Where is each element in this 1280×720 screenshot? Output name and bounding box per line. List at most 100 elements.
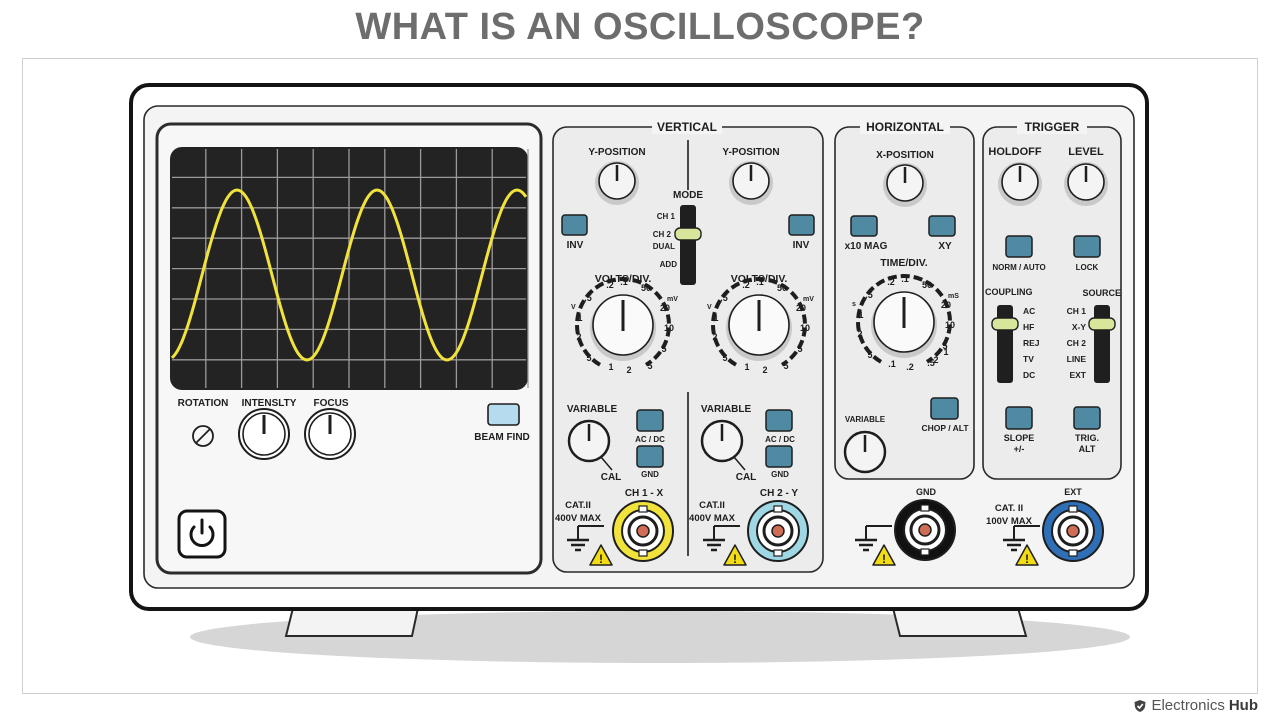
xy-button[interactable] (928, 215, 956, 237)
dial-scale-label: .1 (901, 274, 909, 284)
cat-2-voltage-label: 400V MAX (689, 513, 736, 524)
source-option-ch2: CH 2 (1067, 338, 1087, 348)
dial-scale-label: 50 (777, 283, 787, 293)
xy-label: XY (938, 241, 952, 252)
cal-2-label: CAL (736, 472, 757, 483)
cal-1-label: CAL (601, 472, 622, 483)
ground-icon (855, 525, 892, 552)
coupling-option-ac: AC (1023, 306, 1035, 316)
dial-scale-label: 1 (608, 362, 613, 372)
coupling-switch-knob[interactable] (991, 317, 1019, 331)
inv-2-label: INV (793, 240, 810, 251)
mode-label: MODE (673, 190, 703, 201)
source-option-xy: X-Y (1072, 322, 1087, 332)
source-switch-knob[interactable] (1088, 317, 1116, 331)
x-position-label: X-POSITION (876, 150, 934, 161)
power-button[interactable] (177, 509, 227, 559)
warning-icon: ! (589, 544, 613, 566)
gnd-connector[interactable] (894, 499, 956, 561)
ch2-y-label: CH 2 - Y (760, 488, 798, 499)
svg-text:!: ! (599, 552, 603, 566)
lock-button[interactable] (1073, 235, 1101, 258)
dial-scale-label: 5 (942, 341, 947, 351)
gnd-2-button[interactable] (765, 445, 793, 468)
right-foot (891, 607, 1028, 637)
dial-scale-label: 1 (744, 362, 749, 372)
variable-2-label: VARIABLE (701, 404, 752, 415)
intensity-knob[interactable] (238, 408, 290, 460)
variable-h-label: VARIABLE (845, 415, 886, 424)
time-div-label: TIME/DIV. (880, 257, 928, 269)
variable-1-label: VARIABLE (567, 404, 618, 415)
source-switch-track (1094, 305, 1110, 383)
dial-scale-label: 10 (800, 323, 810, 333)
dial-scale-label: 50 (922, 280, 932, 290)
x-position-knob[interactable] (883, 163, 927, 207)
dial-unit-label: mV (803, 296, 814, 303)
source-option-ch1: CH 1 (1067, 306, 1087, 316)
inv-2-button[interactable] (788, 214, 815, 236)
dial-scale-label: 20 (660, 303, 670, 313)
rotation-label: ROTATION (178, 398, 229, 409)
ground-icon (1003, 525, 1040, 552)
dial-scale-label: .5 (584, 293, 592, 303)
slope-label: SLOPE (1004, 433, 1035, 443)
level-label: LEVEL (1068, 146, 1104, 158)
gnd-1-label: GND (641, 470, 659, 479)
dial-scale-label: .2 (606, 280, 614, 290)
page-title: WHAT IS AN OSCILLOSCOPE? (355, 6, 925, 48)
y-position-1-knob[interactable] (595, 161, 639, 205)
shield-check-icon (1134, 699, 1146, 712)
lock-label: LOCK (1076, 263, 1099, 272)
dial-scale-label: 20 (796, 303, 806, 313)
trig-alt-button[interactable] (1073, 406, 1101, 430)
level-knob[interactable] (1064, 162, 1108, 206)
source-label: SOURCE (1082, 288, 1121, 298)
ac-dc-2-button[interactable] (765, 409, 793, 432)
ch2-y-connector[interactable] (747, 500, 809, 562)
x10-mag-button[interactable] (850, 215, 878, 237)
dial-scale-label: .2 (906, 362, 914, 372)
dial-scale-label: 5 (722, 353, 727, 363)
dial-unit-label: mV (667, 296, 678, 303)
inv-1-label: INV (567, 240, 584, 251)
dial-scale-label: 5 (586, 353, 591, 363)
y-position-2-knob[interactable] (729, 161, 773, 205)
ac-dc-1-button[interactable] (636, 409, 664, 432)
dial-scale-label: .2 (742, 280, 750, 290)
chop-alt-label: CHOP / ALT (921, 423, 969, 433)
rotation-screw[interactable] (192, 425, 214, 447)
ch1-x-connector[interactable] (612, 500, 674, 562)
cat-2-label: CAT.II (699, 500, 725, 511)
dial-scale-label: 2 (626, 365, 631, 375)
ground-icon (567, 525, 604, 552)
norm-auto-button[interactable] (1005, 235, 1033, 258)
holdoff-knob[interactable] (998, 162, 1042, 206)
dial-scale-label: 2 (712, 332, 717, 342)
slope-button[interactable] (1005, 406, 1033, 430)
brand-name: Electronics (1151, 697, 1225, 714)
coupling-option-tv: TV (1023, 354, 1034, 364)
variable-h-knob[interactable] (843, 430, 887, 474)
variable-2-knob[interactable] (700, 419, 746, 471)
variable-1-knob[interactable] (567, 419, 613, 471)
gnd-1-button[interactable] (636, 445, 664, 468)
beam-find-button[interactable] (487, 403, 520, 426)
vertical-label: VERTICAL (657, 120, 717, 134)
mode-switch-knob[interactable] (674, 227, 702, 241)
ac-dc-1-label: AC / DC (635, 435, 665, 444)
mode-switch-track (680, 205, 696, 285)
inv-1-button[interactable] (561, 214, 588, 236)
dial-scale-label: .1 (620, 277, 628, 287)
cat-ext-label: CAT. II (995, 503, 1023, 514)
ext-connector[interactable] (1042, 500, 1104, 562)
chop-alt-button[interactable] (930, 397, 959, 420)
focus-knob[interactable] (304, 408, 356, 460)
svg-text:!: ! (733, 552, 737, 566)
gnd-terminal-label: GND (916, 487, 937, 497)
left-foot (284, 607, 420, 637)
warning-icon: ! (1015, 544, 1039, 566)
